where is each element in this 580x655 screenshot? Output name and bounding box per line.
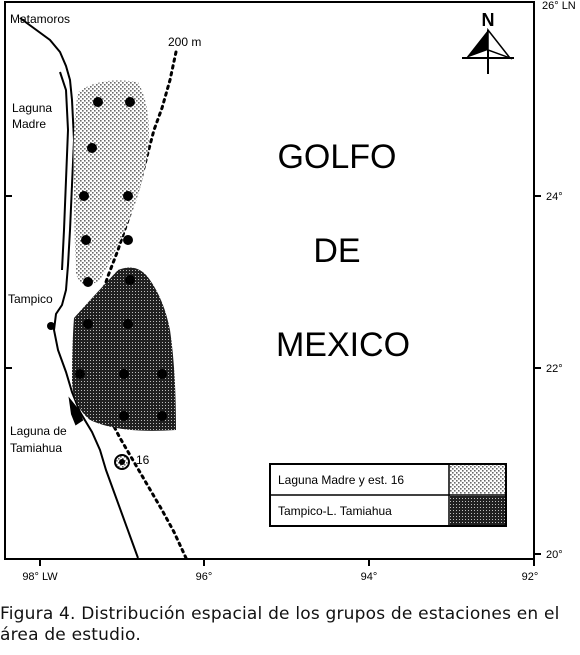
axis-ticks [5,195,541,566]
place-tamiahua-line2: Tamiahua [10,441,62,455]
lon-tick-96: 96° [196,571,213,583]
station-dot [81,235,91,245]
legend-swatch-light [450,465,505,494]
legend: Laguna Madre y est. 16 Tampico-L. Tamiah… [269,463,507,527]
lat-tick-20: 20° [546,549,563,561]
station-dot [123,319,133,329]
caption-line2: área de estudio. [0,625,141,645]
lat-tick-22: 22° [546,363,563,375]
station-dot [125,275,135,285]
station-dot [87,143,97,153]
place-laguna-madre-line2: Madre [12,117,46,131]
station-dot [79,191,89,201]
lon-tick-92: 92° [522,571,539,583]
station-16-label: 16 [136,453,150,467]
station-points [75,97,167,421]
group-tampico-tamiahua-area [72,267,176,431]
study-area-map: 98° LW 96° 94° 92° 26° LN 24° 22° 20° Ma… [4,0,576,583]
legend-swatch-dark [450,496,505,525]
place-tamiahua-line1: Laguna de [10,424,67,438]
station-dot [83,277,93,287]
north-arrow-icon: N [462,10,514,74]
lon-tick-98: 98° LW [22,571,58,583]
figure-caption: Figura 4. Distribución espacial de los g… [0,604,580,646]
north-arrow-label: N [482,10,495,30]
place-laguna-madre-line1: Laguna [12,101,52,115]
legend-item-tampico: Tampico-L. Tamiahua [278,504,392,518]
station-dot [157,411,167,421]
coastline [19,17,139,559]
sea-label-line1: GOLFO [277,138,396,176]
station-dot [93,97,103,107]
station-16-dot [119,459,125,465]
station-dot [125,97,135,107]
group-laguna-madre-area [73,80,149,285]
lon-tick-94: 94° [361,571,378,583]
tampico-city-dot [47,322,55,330]
lat-tick-24: 24° [546,191,563,203]
legend-item-laguna-madre: Laguna Madre y est. 16 [278,473,404,487]
place-tampico: Tampico [8,292,53,306]
place-matamoros: Matamoros [10,12,70,26]
sea-label-line2: DE [313,232,360,270]
station-dot [157,369,167,379]
isobath-label: 200 m [168,35,201,49]
station-dot [123,191,133,201]
sea-label-line3: MEXICO [276,326,410,364]
station-dot [75,369,85,379]
station-dot [119,411,129,421]
station-dot [83,319,93,329]
lat-tick-26: 26° LN [542,0,576,12]
station-dot [119,369,129,379]
station-dot [123,235,133,245]
caption-line1: Figura 4. Distribución espacial de los g… [0,604,560,624]
